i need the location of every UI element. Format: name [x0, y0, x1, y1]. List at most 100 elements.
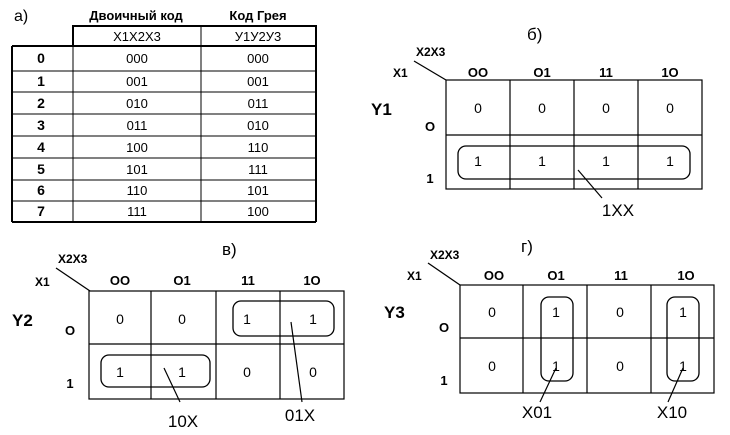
binary-value: 010 — [126, 96, 148, 111]
map-corner-top: X2X3 — [430, 248, 460, 262]
gray-value: 110 — [248, 140, 269, 155]
map-row-label: O — [65, 323, 75, 338]
row-index: 0 — [37, 50, 45, 66]
map-group-pointer — [667, 367, 684, 403]
gray-code-header: Код Грея — [229, 8, 286, 23]
karnaugh-map-y1: б) X2X3 X1 Y1 OO O1 11 1O O 1 0 0 0 0 1 … — [371, 25, 703, 220]
map-group-label: 01X — [285, 406, 315, 425]
map-panel-label: б) — [527, 25, 542, 44]
map-cell-value: 1 — [552, 304, 560, 320]
map-cell-value: 1 — [552, 358, 560, 374]
map-group-outline — [540, 296, 574, 382]
binary-value: 101 — [126, 162, 148, 177]
map-column-label: O1 — [173, 273, 190, 288]
map-cell-value: 0 — [116, 311, 124, 327]
map-group-pointer — [539, 367, 557, 403]
map-cell-value: 0 — [538, 100, 546, 116]
map-group-label: X10 — [657, 403, 687, 422]
map-corner-diagonal — [427, 262, 461, 286]
map-column-label: OO — [484, 268, 504, 283]
map-corner-top: X2X3 — [58, 252, 88, 266]
map-cell-value: 1 — [679, 358, 687, 374]
map-function-label: Y1 — [371, 100, 392, 119]
binary-value: 111 — [127, 204, 147, 219]
map-group-label: 10X — [168, 412, 198, 431]
karnaugh-map-y3: г) X2X3 X1 Y3 OO O1 11 1O O 1 0 1 0 1 0 … — [384, 237, 715, 422]
binary-value: 011 — [127, 118, 148, 133]
row-index: 6 — [37, 182, 45, 198]
row-index: 5 — [37, 161, 45, 177]
gray-value: 101 — [247, 183, 269, 198]
row-index: 3 — [37, 117, 45, 133]
map-row-label: O — [425, 119, 435, 134]
truth-table-panel-label: а) — [14, 8, 28, 25]
map-column-label: O1 — [533, 65, 550, 80]
binary-value: 100 — [126, 140, 148, 155]
map-cell-value: 1 — [666, 153, 674, 169]
map-group-outline — [457, 145, 691, 180]
map-corner-top: X2X3 — [416, 45, 446, 59]
map-cell-value: 0 — [474, 100, 482, 116]
row-index: 4 — [37, 139, 45, 155]
map-column-label: 1O — [661, 65, 678, 80]
map-corner-left: X1 — [35, 275, 50, 289]
map-cell-value: 1 — [178, 364, 186, 380]
map-row-label: 1 — [66, 376, 73, 391]
gray-value: 010 — [247, 118, 269, 133]
map-cell-value: 1 — [602, 153, 610, 169]
map-corner-diagonal — [55, 267, 91, 292]
map-column-label: 11 — [241, 273, 255, 288]
map-corner-diagonal — [413, 60, 447, 81]
map-grid — [88, 290, 345, 400]
map-cell-value: 0 — [178, 311, 186, 327]
map-function-label: Y2 — [12, 311, 33, 330]
row-index: 2 — [37, 95, 45, 111]
row-index: 1 — [37, 73, 45, 89]
map-group-pointer — [577, 169, 603, 199]
map-column-label: 1O — [303, 273, 320, 288]
map-column-label: OO — [110, 273, 130, 288]
map-row-label: 1 — [440, 373, 447, 388]
map-cell-value: 0 — [616, 304, 624, 320]
map-grid — [445, 79, 703, 190]
map-cell-value: 1 — [474, 153, 482, 169]
map-group-outline — [666, 296, 700, 382]
gray-value: 100 — [247, 204, 269, 219]
binary-value: 001 — [126, 74, 148, 89]
map-cell-value: 0 — [616, 358, 624, 374]
truth-table: а) Двоичный код Код Грея X1X2X3 У1У2У3 0… — [11, 8, 317, 223]
gray-value: 111 — [248, 162, 268, 177]
map-cell-value: 0 — [602, 100, 610, 116]
map-column-label: O1 — [547, 268, 564, 283]
truth-table-grid — [11, 25, 317, 223]
map-cell-value: 0 — [309, 364, 317, 380]
map-panel-label: г) — [521, 237, 533, 256]
map-row-label: O — [439, 320, 449, 335]
map-column-label: 1O — [677, 268, 694, 283]
map-group-pointer — [163, 367, 181, 403]
map-row-label: 1 — [426, 171, 433, 186]
map-grid — [459, 284, 715, 394]
map-group-pointer — [290, 321, 303, 403]
gray-subheader: У1У2У3 — [235, 29, 281, 44]
map-group-label: X01 — [522, 403, 552, 422]
map-group-outline — [232, 300, 335, 337]
map-column-label: OO — [468, 65, 488, 80]
map-panel-label: в) — [222, 240, 237, 259]
map-cell-value: 0 — [488, 304, 496, 320]
map-group-outline — [100, 354, 211, 388]
karnaugh-map-y2: в) X2X3 X1 Y2 OO O1 11 1O O 1 0 0 1 1 1 … — [12, 240, 345, 431]
map-column-label: 11 — [599, 65, 613, 80]
binary-code-header: Двоичный код — [89, 8, 183, 23]
map-cell-value: 1 — [116, 364, 124, 380]
map-corner-left: X1 — [407, 269, 422, 283]
binary-subheader: X1X2X3 — [113, 29, 161, 44]
map-cell-value: 1 — [309, 311, 317, 327]
map-cell-value: 1 — [538, 153, 546, 169]
map-corner-left: X1 — [393, 66, 408, 80]
gray-value: 001 — [247, 74, 269, 89]
map-cell-value: 1 — [679, 304, 687, 320]
row-index: 7 — [37, 203, 45, 219]
map-cell-value: 0 — [666, 100, 674, 116]
